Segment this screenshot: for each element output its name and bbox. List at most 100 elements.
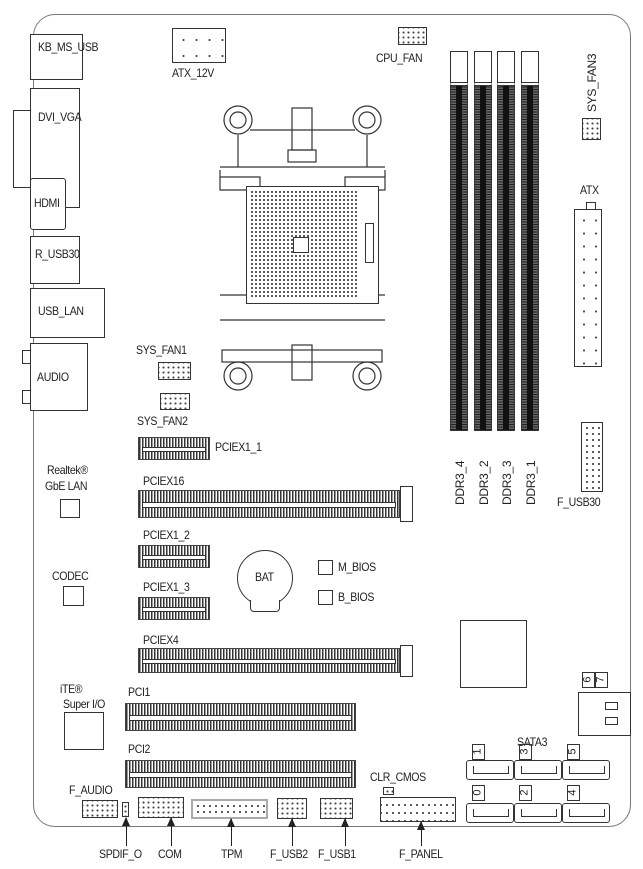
audio-label: AUDIO	[37, 370, 69, 384]
gbe-lan-label: GbE LAN	[45, 479, 88, 493]
b-bios-chip	[318, 590, 333, 605]
atx-label: ATX	[580, 183, 599, 197]
sata-3-number: 3	[519, 744, 532, 760]
dimm-slot-ddr3-3[interactable]	[497, 51, 515, 431]
sata-port-slot	[605, 702, 618, 710]
sata-0-number: 0	[472, 785, 485, 801]
kb-ms-usb-port	[30, 34, 83, 80]
sata-6-number: 6	[582, 672, 595, 688]
kb-ms-usb-label: KB_MS_USB	[38, 40, 99, 54]
usb-lan-port	[30, 288, 105, 338]
sata3-label: SATA3	[517, 735, 548, 749]
atx-12v-connector	[172, 28, 226, 63]
sys-fan3-label: SYS_FAN3	[585, 53, 599, 112]
spdif-o-arrow	[121, 817, 131, 846]
sata-7-number: 7	[595, 672, 608, 688]
codec-chip	[63, 586, 84, 606]
ddr3-4-label: DDR3_4	[453, 460, 467, 505]
pciex1-2-slot[interactable]	[138, 545, 210, 568]
f-audio-header	[82, 800, 118, 818]
dvi-vga-label: DVI_VGA	[38, 110, 82, 124]
realtek-label: Realtek®	[47, 463, 88, 477]
usb-lan-label: USB_LAN	[38, 304, 84, 318]
sata-2-number: 2	[519, 785, 532, 801]
sata-port-5[interactable]	[562, 760, 610, 780]
pciex1-3-label: PCIEX1_3	[143, 580, 190, 594]
spdif-o-header	[122, 802, 129, 817]
motherboard-outline	[33, 14, 631, 827]
pciex16-latch[interactable]	[400, 486, 413, 522]
pciex4-slot[interactable]	[138, 648, 400, 673]
f-audio-label: F_AUDIO	[69, 783, 113, 797]
sata-1-number: 1	[472, 744, 485, 760]
sata-port-0[interactable]	[466, 803, 514, 823]
tpm-header	[191, 799, 268, 819]
pciex1-1-slot[interactable]	[138, 437, 210, 460]
f-usb2-arrow	[287, 818, 297, 846]
pci2-label: PCI2	[128, 742, 151, 756]
pciex1-1-label: PCIEX1_1	[215, 440, 262, 454]
sata-port-4[interactable]	[562, 803, 610, 823]
sata-5-number: 5	[567, 744, 580, 760]
pciex4-latch[interactable]	[400, 645, 413, 677]
sata-port-2[interactable]	[514, 803, 562, 823]
codec-label: CODEC	[52, 569, 89, 583]
bat-label: BAT	[255, 570, 274, 584]
tpm-label: TPM	[221, 847, 243, 861]
sys-fan3-header	[582, 118, 601, 140]
f-panel-arrow	[416, 821, 426, 846]
cpu-fan-header	[398, 27, 427, 45]
clr-cmos-jumper[interactable]	[383, 787, 394, 795]
spdif-o-label: SPDIF_O	[99, 847, 142, 861]
sata-port-3[interactable]	[514, 760, 562, 780]
pci1-slot[interactable]	[125, 703, 356, 731]
super-io-label: Super I/O	[63, 697, 106, 711]
battery-holder	[250, 600, 280, 612]
f-usb2-header	[277, 798, 307, 819]
pci1-label: PCI1	[128, 685, 151, 699]
f-panel-label: F_PANEL	[399, 847, 443, 861]
sata-port-slot	[605, 717, 618, 725]
pciex4-label: PCIEX4	[143, 633, 179, 647]
dimm-slot-ddr3-1[interactable]	[521, 51, 539, 431]
sys-fan1-header	[158, 362, 191, 380]
pciex1-3-slot[interactable]	[138, 597, 210, 620]
ddr3-3-label: DDR3_3	[500, 460, 514, 505]
com-arrow	[166, 817, 176, 846]
atx-power-connector	[574, 209, 602, 367]
com-label: COM	[158, 847, 182, 861]
hdmi-port	[30, 178, 66, 230]
sys-fan1-label: SYS_FAN1	[136, 343, 187, 357]
sys-fan2-label: SYS_FAN2	[137, 414, 188, 428]
ite-label: iTE®	[60, 682, 83, 696]
f-panel-header	[380, 797, 456, 822]
cpu-lever	[365, 223, 374, 263]
cpu-socket	[246, 186, 379, 304]
m-bios-label: M_BIOS	[338, 560, 376, 574]
pciex16-label: PCIEX16	[143, 474, 184, 488]
ddr3-2-label: DDR3_2	[477, 460, 491, 505]
audio-port	[30, 343, 88, 411]
pci2-slot[interactable]	[125, 760, 356, 788]
com-header	[138, 797, 184, 818]
m-bios-chip	[318, 560, 333, 575]
sata-4-number: 4	[567, 785, 580, 801]
f-usb1-header	[320, 798, 353, 819]
f-usb30-label: F_USB30	[557, 495, 601, 509]
dimm-slot-ddr3-2[interactable]	[474, 51, 492, 431]
sys-fan2-header	[160, 393, 190, 410]
f-usb1-label: F_USB1	[318, 847, 356, 861]
cpu-fan-label: CPU_FAN	[376, 51, 423, 65]
pciex16-slot[interactable]	[138, 490, 400, 518]
f-usb2-label: F_USB2	[270, 847, 308, 861]
battery	[237, 550, 293, 606]
hdmi-label: HDMI	[34, 196, 60, 210]
pciex1-2-label: PCIEX1_2	[143, 528, 190, 542]
sata-port-1[interactable]	[466, 760, 514, 780]
chipset	[460, 620, 527, 688]
clr-cmos-label: CLR_CMOS	[370, 770, 426, 784]
r-usb30-label: R_USB30	[35, 247, 80, 261]
dimm-slot-ddr3-4[interactable]	[450, 51, 468, 431]
sata-6-7-connector[interactable]	[578, 692, 631, 736]
lan-chip	[60, 499, 80, 518]
